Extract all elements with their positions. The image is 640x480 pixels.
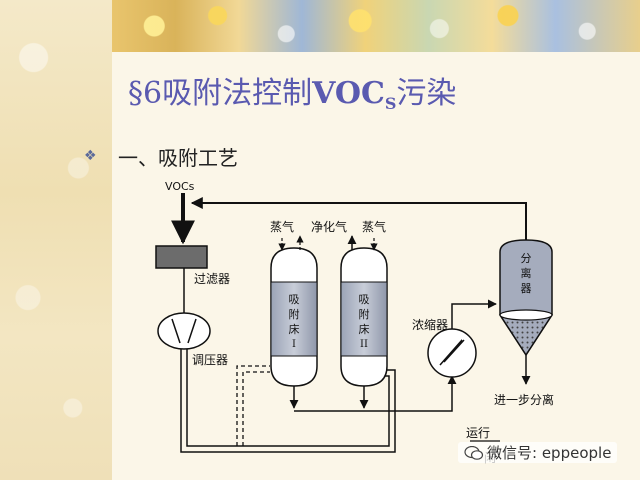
label-further-separation: 进一步分离 — [494, 392, 554, 407]
title-suffix: 污染 — [396, 76, 457, 111]
recycle-line — [190, 197, 527, 240]
label-regulator: 调压器 — [192, 353, 228, 367]
adsorption-bed-2 — [340, 247, 388, 387]
condenser — [427, 328, 477, 378]
title-subscript: S — [384, 94, 397, 113]
watermark: 微信号: eppeople — [458, 442, 618, 463]
bed2-label-3: 床 — [359, 322, 370, 336]
label-filter: 过滤器 — [194, 272, 230, 286]
bed1-label-4: I — [292, 339, 296, 350]
title-voc: VOC — [312, 76, 385, 111]
adsorption-bed-1 — [270, 247, 318, 387]
bed2-label-2: 附 — [359, 307, 370, 321]
decorative-flower-banner — [112, 0, 640, 52]
separator-label-1: 分 — [521, 252, 532, 265]
label-vocs: VOCs — [165, 180, 195, 193]
diamond-bullet-icon: ❖ — [84, 148, 97, 164]
legend-running: 运行 — [466, 426, 490, 440]
bed1-label-2: 附 — [289, 307, 300, 321]
filter — [155, 245, 208, 269]
section-heading: 一、吸附工艺 — [118, 146, 238, 170]
bed1-label-3: 床 — [289, 322, 300, 336]
separator-label-3: 器 — [521, 282, 532, 295]
pressure-regulator — [157, 312, 211, 350]
label-clean-gas: 净化气 — [311, 219, 347, 234]
idle-feed-line-inner — [242, 371, 270, 446]
pipe-beds-condenser — [294, 375, 457, 412]
decorative-side-strip — [0, 0, 112, 480]
label-condenser: 浓缩器 — [412, 317, 448, 332]
title-prefix: §6吸附法控制 — [128, 76, 313, 111]
bed2-label-4: II — [360, 339, 368, 350]
wechat-icon — [464, 446, 484, 460]
slide-title: §6吸附法控制VOCS污染 — [128, 68, 456, 113]
idle-feed-line-outer — [236, 365, 270, 446]
feed-line-outer — [180, 349, 396, 453]
bed2-label-1: 吸 — [359, 293, 370, 306]
pipe-condenser-separator — [451, 299, 497, 329]
separator — [498, 239, 554, 357]
label-steam-left: 蒸气 — [270, 219, 294, 234]
label-steam-right: 蒸气 — [362, 219, 386, 234]
watermark-text: 微信号: eppeople — [487, 444, 612, 462]
bed1-label-1: 吸 — [289, 293, 300, 306]
separator-label-2: 离 — [521, 266, 532, 280]
